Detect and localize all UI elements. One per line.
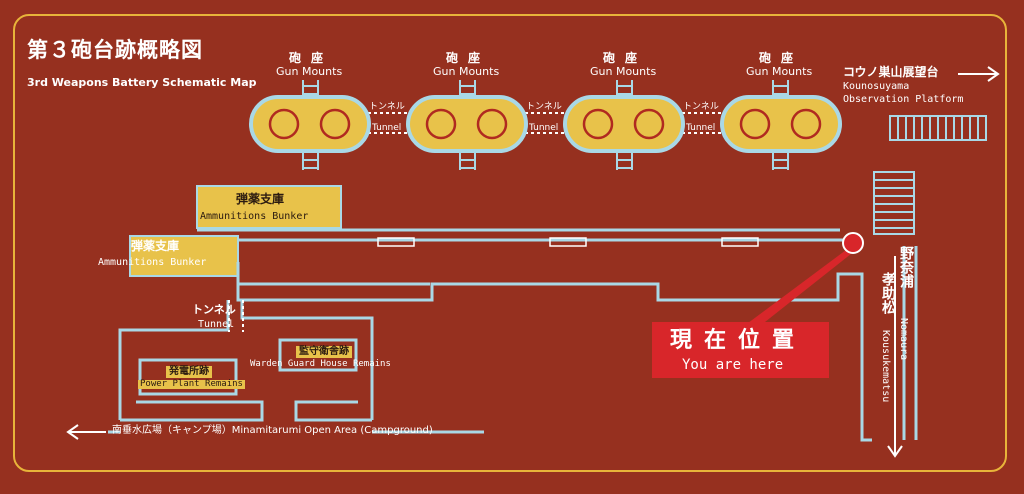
gun-mount-1-en: Gun Mounts [276, 65, 343, 78]
ammo-lower-en: Ammunitions Bunker [98, 257, 207, 268]
guard-house-ja: 監守衛舎跡 [296, 346, 352, 358]
observation-stairs [873, 115, 987, 235]
gun-mount-pills [249, 95, 842, 153]
observation-en1: Kounosuyama [843, 81, 910, 92]
gun-mount-3-en: Gun Mounts [590, 65, 657, 78]
lower-tunnel [228, 300, 244, 332]
nomaura-ja2: 孝助松 [880, 272, 896, 314]
guard-house-en: Warden Guard House Remains [250, 359, 391, 369]
map-title-ja: 第３砲台跡概略図 [27, 38, 203, 62]
tunnel-left-en: Tunnel [198, 319, 235, 330]
observation-arrow [958, 66, 1000, 82]
gun-mount-2-ja: 砲座 [446, 51, 491, 65]
corridor-stairs [377, 237, 759, 247]
nomaura-ja1: 野奈浦 [898, 246, 914, 288]
power-plant-ja: 発電所跡 [166, 366, 212, 378]
you-are-here-box: 現在位置 You are here [652, 322, 829, 378]
gun-mount-2-en: Gun Mounts [433, 65, 500, 78]
observation-en2: Observation Platform [843, 94, 964, 105]
ammo-bunkers [129, 185, 342, 277]
nomaura-en2: Kousukematsu [880, 330, 891, 403]
minamitarumi-label: 南垂水広場（キャンプ場）Minamitarumi Open Area (Camp… [112, 425, 433, 436]
you-are-here-en: You are here [682, 357, 784, 373]
map-title-en: 3rd Weapons Battery Schematic Map [27, 76, 257, 89]
nomaura-en1: Nomaura [898, 318, 909, 361]
tunnel-3-en: Tunnel [686, 123, 716, 133]
you-are-here-marker [744, 232, 864, 326]
tunnel-2-en: Tunnel [529, 123, 559, 133]
ammo-upper-ja: 弾薬支庫 [236, 192, 285, 206]
gun-mount-4-ja: 砲座 [759, 51, 804, 65]
observation-ja: コウノ巣山展望台 [843, 65, 939, 79]
tunnel-1-ja: トンネル [369, 102, 405, 112]
gun-mount-1-ja: 砲座 [289, 51, 334, 65]
bottom-arrows [66, 256, 903, 458]
power-plant-en: Power Plant Remains [138, 379, 245, 389]
tunnel-left-ja: トンネル [192, 303, 236, 316]
ammo-upper-en: Ammunitions Bunker [200, 211, 309, 222]
gun-mount-4-en: Gun Mounts [746, 65, 813, 78]
tunnel-1-en: Tunnel [372, 123, 402, 133]
tunnel-3-ja: トンネル [683, 102, 719, 112]
you-are-here-ja: 現在位置 [670, 328, 807, 353]
tunnel-connectors [368, 112, 724, 134]
gun-mount-3-ja: 砲座 [603, 51, 648, 65]
tunnel-2-ja: トンネル [526, 102, 562, 112]
ammo-lower-ja: 弾薬支庫 [131, 239, 180, 253]
map-frame [13, 14, 1007, 472]
